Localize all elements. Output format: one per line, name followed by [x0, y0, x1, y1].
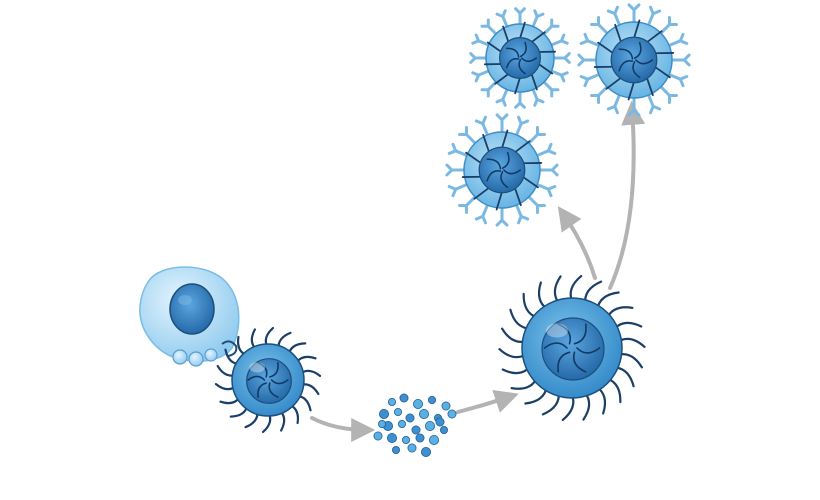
flow-arrows — [310, 100, 646, 442]
receptor-icon — [515, 115, 530, 137]
receptor-icon — [458, 126, 477, 145]
receptor-icon — [606, 5, 621, 27]
receptor-icon — [471, 33, 491, 47]
receptor-icon — [659, 85, 678, 104]
cytokine-dot — [415, 433, 425, 443]
cytokine-dot — [424, 420, 435, 431]
receptor-icon — [458, 195, 477, 214]
effector-cell-1 — [469, 7, 571, 109]
cytokine-dot — [373, 431, 383, 441]
receptor-icon — [445, 163, 466, 177]
receptor-icon — [469, 52, 488, 64]
cytokine-dot — [435, 417, 445, 427]
synapse-icon — [221, 340, 238, 357]
receptor-icon — [647, 93, 662, 115]
nucleus-icon — [610, 36, 658, 84]
nucleus-icon — [169, 283, 215, 335]
effector-cell-2 — [577, 3, 691, 117]
receptor-icon — [495, 9, 509, 29]
receptor-icon — [542, 80, 560, 98]
naive-lymphocyte — [214, 326, 322, 434]
arrow-to-effector-left — [557, 206, 597, 280]
cytokine-dot — [393, 407, 402, 416]
receptor-icon — [577, 53, 598, 67]
receptor-icon — [627, 3, 641, 24]
receptor-icon — [549, 69, 569, 83]
arrow-to-activated-cell — [456, 389, 519, 414]
receptor-icon — [670, 53, 691, 67]
cytokine-dot — [428, 434, 439, 445]
cytokine-cluster — [373, 393, 457, 457]
receptor-icon — [447, 142, 469, 157]
cytokine-dot — [412, 398, 423, 409]
receptor-icon — [474, 115, 489, 137]
receptor-icon — [471, 69, 491, 83]
receptor-icon — [667, 73, 689, 88]
receptor-icon — [495, 113, 509, 134]
receptor-icon — [542, 18, 560, 36]
cytokine-dot — [427, 395, 436, 404]
activated-lymphocyte — [498, 274, 646, 422]
cytokine-dot — [447, 409, 457, 419]
nucleus-icon — [499, 36, 542, 79]
receptor-icon — [514, 7, 526, 26]
cytokine-dot — [387, 397, 396, 406]
receptor-icon — [647, 5, 662, 27]
cytokine-dot — [377, 419, 386, 428]
cytokine-dot — [378, 408, 389, 419]
cytokine-dot — [439, 425, 448, 434]
antigen-presenting-cell — [139, 266, 240, 367]
cytokine-dot — [399, 393, 409, 403]
receptor-icon — [552, 52, 571, 64]
nucleus-icon — [478, 146, 526, 194]
receptor-icon — [480, 80, 498, 98]
receptor-icon — [474, 203, 489, 225]
receptor-icon — [538, 163, 559, 177]
receptor-icon — [667, 32, 689, 47]
receptor-icon — [514, 90, 526, 109]
cytokine-dot — [401, 435, 410, 444]
receptor-icon — [531, 87, 545, 107]
cytokine-dot — [391, 445, 400, 454]
receptor-icon — [659, 16, 678, 35]
receptor-icon — [535, 142, 557, 157]
receptor-icon — [531, 9, 545, 29]
receptor-icon — [447, 183, 469, 198]
receptor-icon — [495, 87, 509, 107]
arrow-to-effector-top — [608, 100, 646, 290]
receptor-icon — [495, 206, 509, 227]
receptor-icon — [527, 195, 546, 214]
cytokine-dot — [397, 419, 406, 428]
cytokine-dot — [411, 425, 421, 435]
receptor-icon — [579, 32, 601, 47]
receptor-icon — [515, 203, 530, 225]
receptor-icon — [527, 126, 546, 145]
cytokine-dot — [418, 408, 429, 419]
receptor-icon — [549, 33, 569, 47]
cytokine-dot — [407, 443, 417, 453]
receptor-icon — [535, 183, 557, 198]
cytokine-dot — [405, 413, 415, 423]
receptor-icon — [579, 73, 601, 88]
receptor-icon — [590, 16, 609, 35]
receptor-icon — [606, 93, 621, 115]
receptor-icon — [590, 85, 609, 104]
effector-cell-3 — [445, 113, 559, 227]
receptor-icon — [480, 18, 498, 36]
receptor-icon — [627, 96, 641, 117]
cytokine-dot — [386, 432, 397, 443]
cytokine-dot — [420, 446, 431, 457]
arrow-to-cytokines — [310, 416, 376, 442]
cytokine-dot — [441, 401, 451, 411]
